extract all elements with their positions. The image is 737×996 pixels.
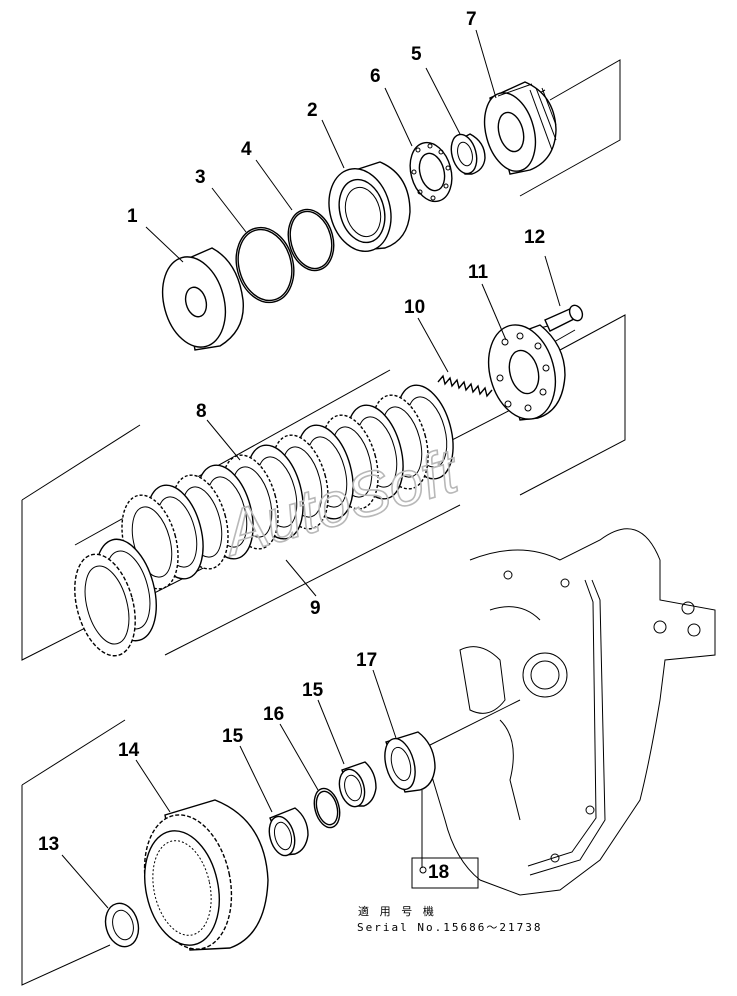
callout-14: 14 [118, 740, 140, 761]
callout-3: 3 [195, 167, 206, 188]
callout-11: 11 [468, 262, 489, 283]
callout-17: 17 [356, 650, 377, 671]
callout-2: 2 [307, 100, 318, 121]
part-7-hub [483, 81, 557, 175]
part-5-bearing [450, 133, 486, 175]
callout-15: 15 [302, 680, 324, 701]
callout-labels: 1 2 3 4 5 6 7 8 9 10 11 12 13 14 15 15 1… [38, 9, 545, 883]
clutch-disc-pack [74, 384, 454, 657]
part-3-snap-ring [235, 226, 295, 304]
callout-13: 13 [38, 834, 59, 855]
part-16-ring [313, 787, 341, 829]
part-15-bushing [268, 807, 309, 857]
leader-lines [61, 29, 561, 909]
part-18-plug [411, 790, 479, 889]
transmission-case [429, 528, 716, 896]
part-15-bushing [338, 761, 377, 808]
callout-8: 8 [196, 401, 207, 422]
part-11-retainer-plate [487, 324, 566, 421]
part-13-thrust-washer [104, 902, 140, 948]
part-10-spring [437, 374, 493, 398]
callout-7: 7 [466, 9, 477, 30]
part-1-ring [161, 247, 244, 351]
callout-9: 9 [310, 598, 321, 619]
serial-note: 適 用 号 機 Serial No.15686～21738 [357, 904, 542, 934]
callout-4: 4 [241, 139, 252, 160]
part-2-piston [328, 161, 411, 253]
callout-6: 6 [370, 66, 381, 87]
serial-note-range: Serial No.15686～21738 [357, 921, 542, 934]
callout-15: 15 [222, 726, 244, 747]
callout-18: 18 [428, 862, 449, 883]
callout-1: 1 [127, 206, 138, 227]
callout-16: 16 [263, 704, 284, 725]
callout-5: 5 [411, 44, 422, 65]
clutch-plate [74, 553, 136, 657]
callout-12: 12 [524, 227, 545, 248]
part-6-plate [409, 141, 453, 203]
part-4-o-ring [287, 208, 335, 272]
part-17-needle-bearing [384, 731, 436, 793]
serial-note-heading: 適 用 号 機 [358, 904, 436, 918]
part-14-gear-carrier [143, 799, 269, 951]
callout-10: 10 [404, 297, 425, 318]
